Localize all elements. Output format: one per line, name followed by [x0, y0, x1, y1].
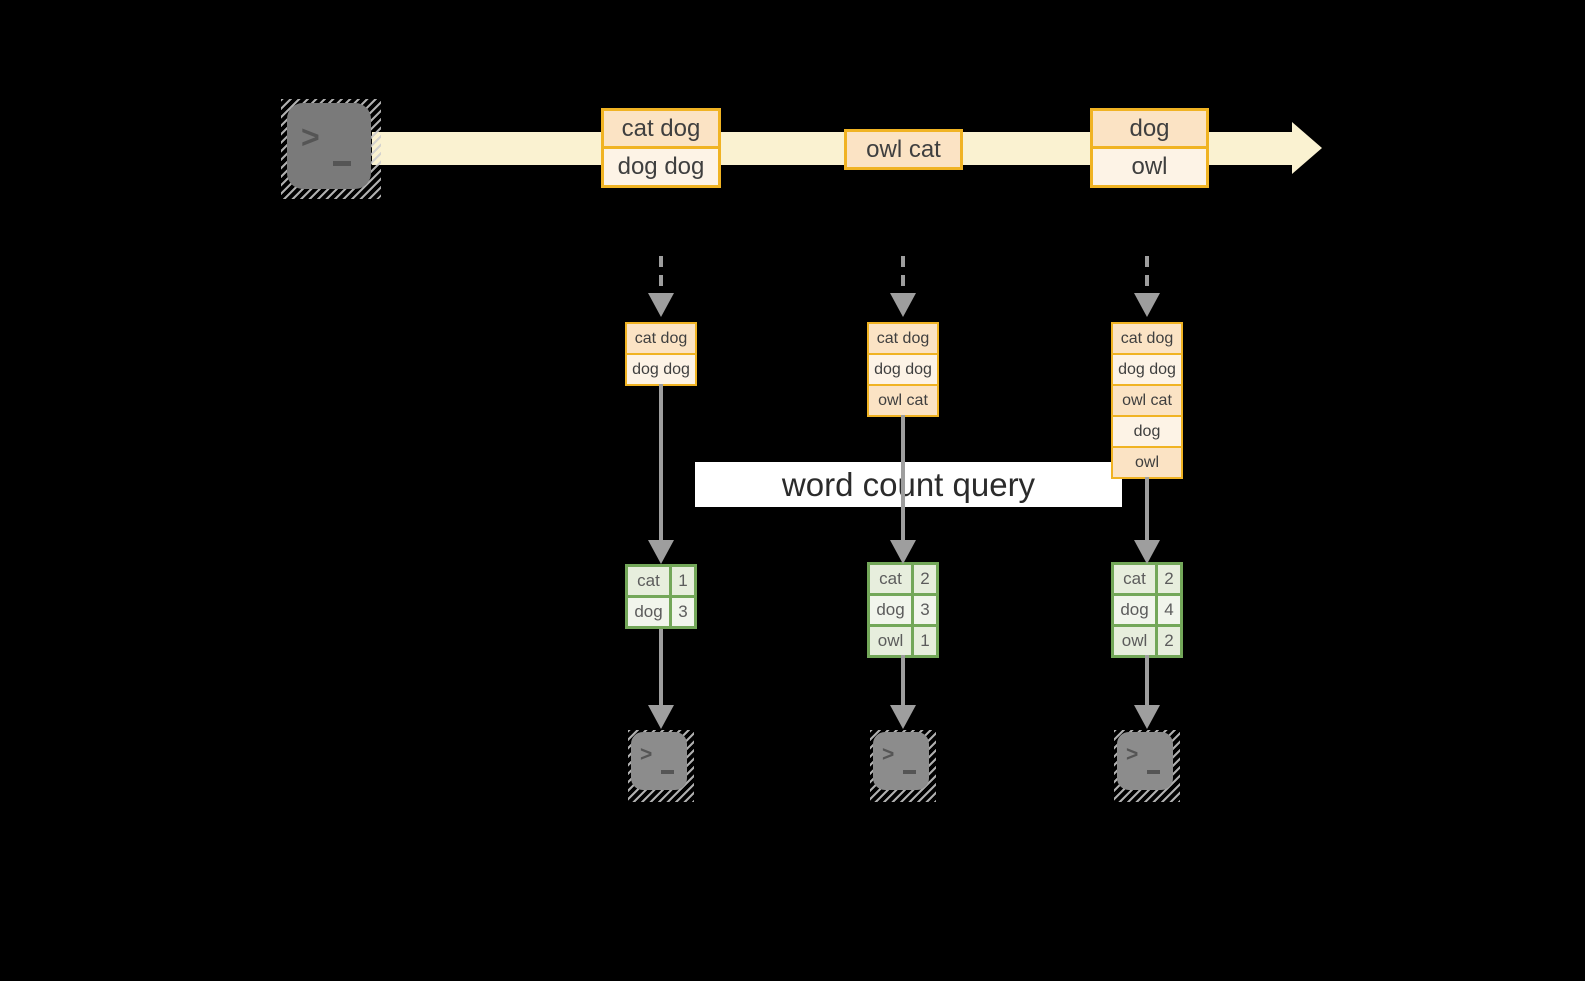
stream-event-box: dog: [1090, 108, 1209, 149]
batch-row: cat dog: [867, 322, 939, 355]
prompt-underscore-icon: [1147, 770, 1160, 774]
dashed-arrowhead: [890, 293, 916, 317]
dashed-arrowhead: [648, 293, 674, 317]
terminal-icon-source: >: [281, 99, 381, 199]
arrowhead: [648, 540, 674, 564]
count-cell: 4: [1158, 596, 1180, 624]
word-cell: owl: [1114, 627, 1155, 655]
prompt-chevron-icon: >: [1126, 743, 1139, 766]
terminal-icon-body: >: [631, 732, 687, 790]
batch-row: cat dog: [1111, 322, 1183, 355]
count-cell: 3: [914, 596, 936, 624]
word-cell: cat: [870, 565, 911, 593]
prompt-chevron-icon: >: [882, 743, 895, 766]
count-cell: 1: [672, 567, 694, 595]
batch-row: dog: [1111, 415, 1183, 448]
count-cell: 1: [914, 627, 936, 655]
count-cell: 2: [1158, 627, 1180, 655]
terminal-icon-sink: >: [1114, 730, 1180, 802]
batch-row: dog dog: [625, 353, 697, 386]
word-cell: cat: [1114, 565, 1155, 593]
stream-event-box: owl: [1090, 146, 1209, 188]
terminal-icon-body: >: [873, 732, 929, 790]
dashed-arrow-line: [659, 256, 663, 294]
stream-event-box: dog dog: [601, 146, 721, 188]
arrow-line: [901, 655, 905, 705]
dashed-arrowhead: [1134, 293, 1160, 317]
stream-timeline-arrowhead: [1292, 122, 1322, 174]
word-cell: owl: [870, 627, 911, 655]
word-cell: dog: [1114, 596, 1155, 624]
arrow-line: [1145, 477, 1149, 540]
batch-row: owl cat: [1111, 384, 1183, 417]
prompt-underscore-icon: [661, 770, 674, 774]
terminal-icon-sink: >: [628, 730, 694, 802]
arrowhead: [890, 705, 916, 729]
arrow-line: [659, 629, 663, 705]
count-cell: 2: [1158, 565, 1180, 593]
query-label: word count query: [695, 462, 1122, 507]
arrow-line: [1145, 655, 1149, 705]
arrow-line: [901, 415, 905, 540]
batch-row: dog dog: [1111, 353, 1183, 386]
word-cell: dog: [870, 596, 911, 624]
arrow-line: [659, 384, 663, 540]
terminal-icon-body: >: [1117, 732, 1173, 790]
arrowhead: [648, 705, 674, 729]
arrowhead: [1134, 705, 1160, 729]
batch-row: dog dog: [867, 353, 939, 386]
batch-row: cat dog: [625, 322, 697, 355]
terminal-icon-sink: >: [870, 730, 936, 802]
dashed-arrow-line: [1145, 256, 1149, 294]
stream-event-box: cat dog: [601, 108, 721, 149]
prompt-chevron-icon: >: [301, 119, 320, 155]
word-cell: dog: [628, 598, 669, 626]
count-cell: 3: [672, 598, 694, 626]
batch-row: owl cat: [867, 384, 939, 417]
count-cell: 2: [914, 565, 936, 593]
arrowhead: [1134, 540, 1160, 564]
word-count-table: cat 2 dog 3 owl 1: [867, 562, 939, 658]
arrowhead: [890, 540, 916, 564]
word-cell: cat: [628, 567, 669, 595]
word-count-table: cat 1 dog 3: [625, 564, 697, 629]
batch-row: owl: [1111, 446, 1183, 479]
stream-event-box: owl cat: [844, 129, 963, 170]
prompt-underscore-icon: [903, 770, 916, 774]
prompt-underscore-icon: [333, 161, 351, 166]
terminal-icon-body: >: [287, 103, 371, 189]
word-count-table: cat 2 dog 4 owl 2: [1111, 562, 1183, 658]
prompt-chevron-icon: >: [640, 743, 653, 766]
dashed-arrow-line: [901, 256, 905, 294]
